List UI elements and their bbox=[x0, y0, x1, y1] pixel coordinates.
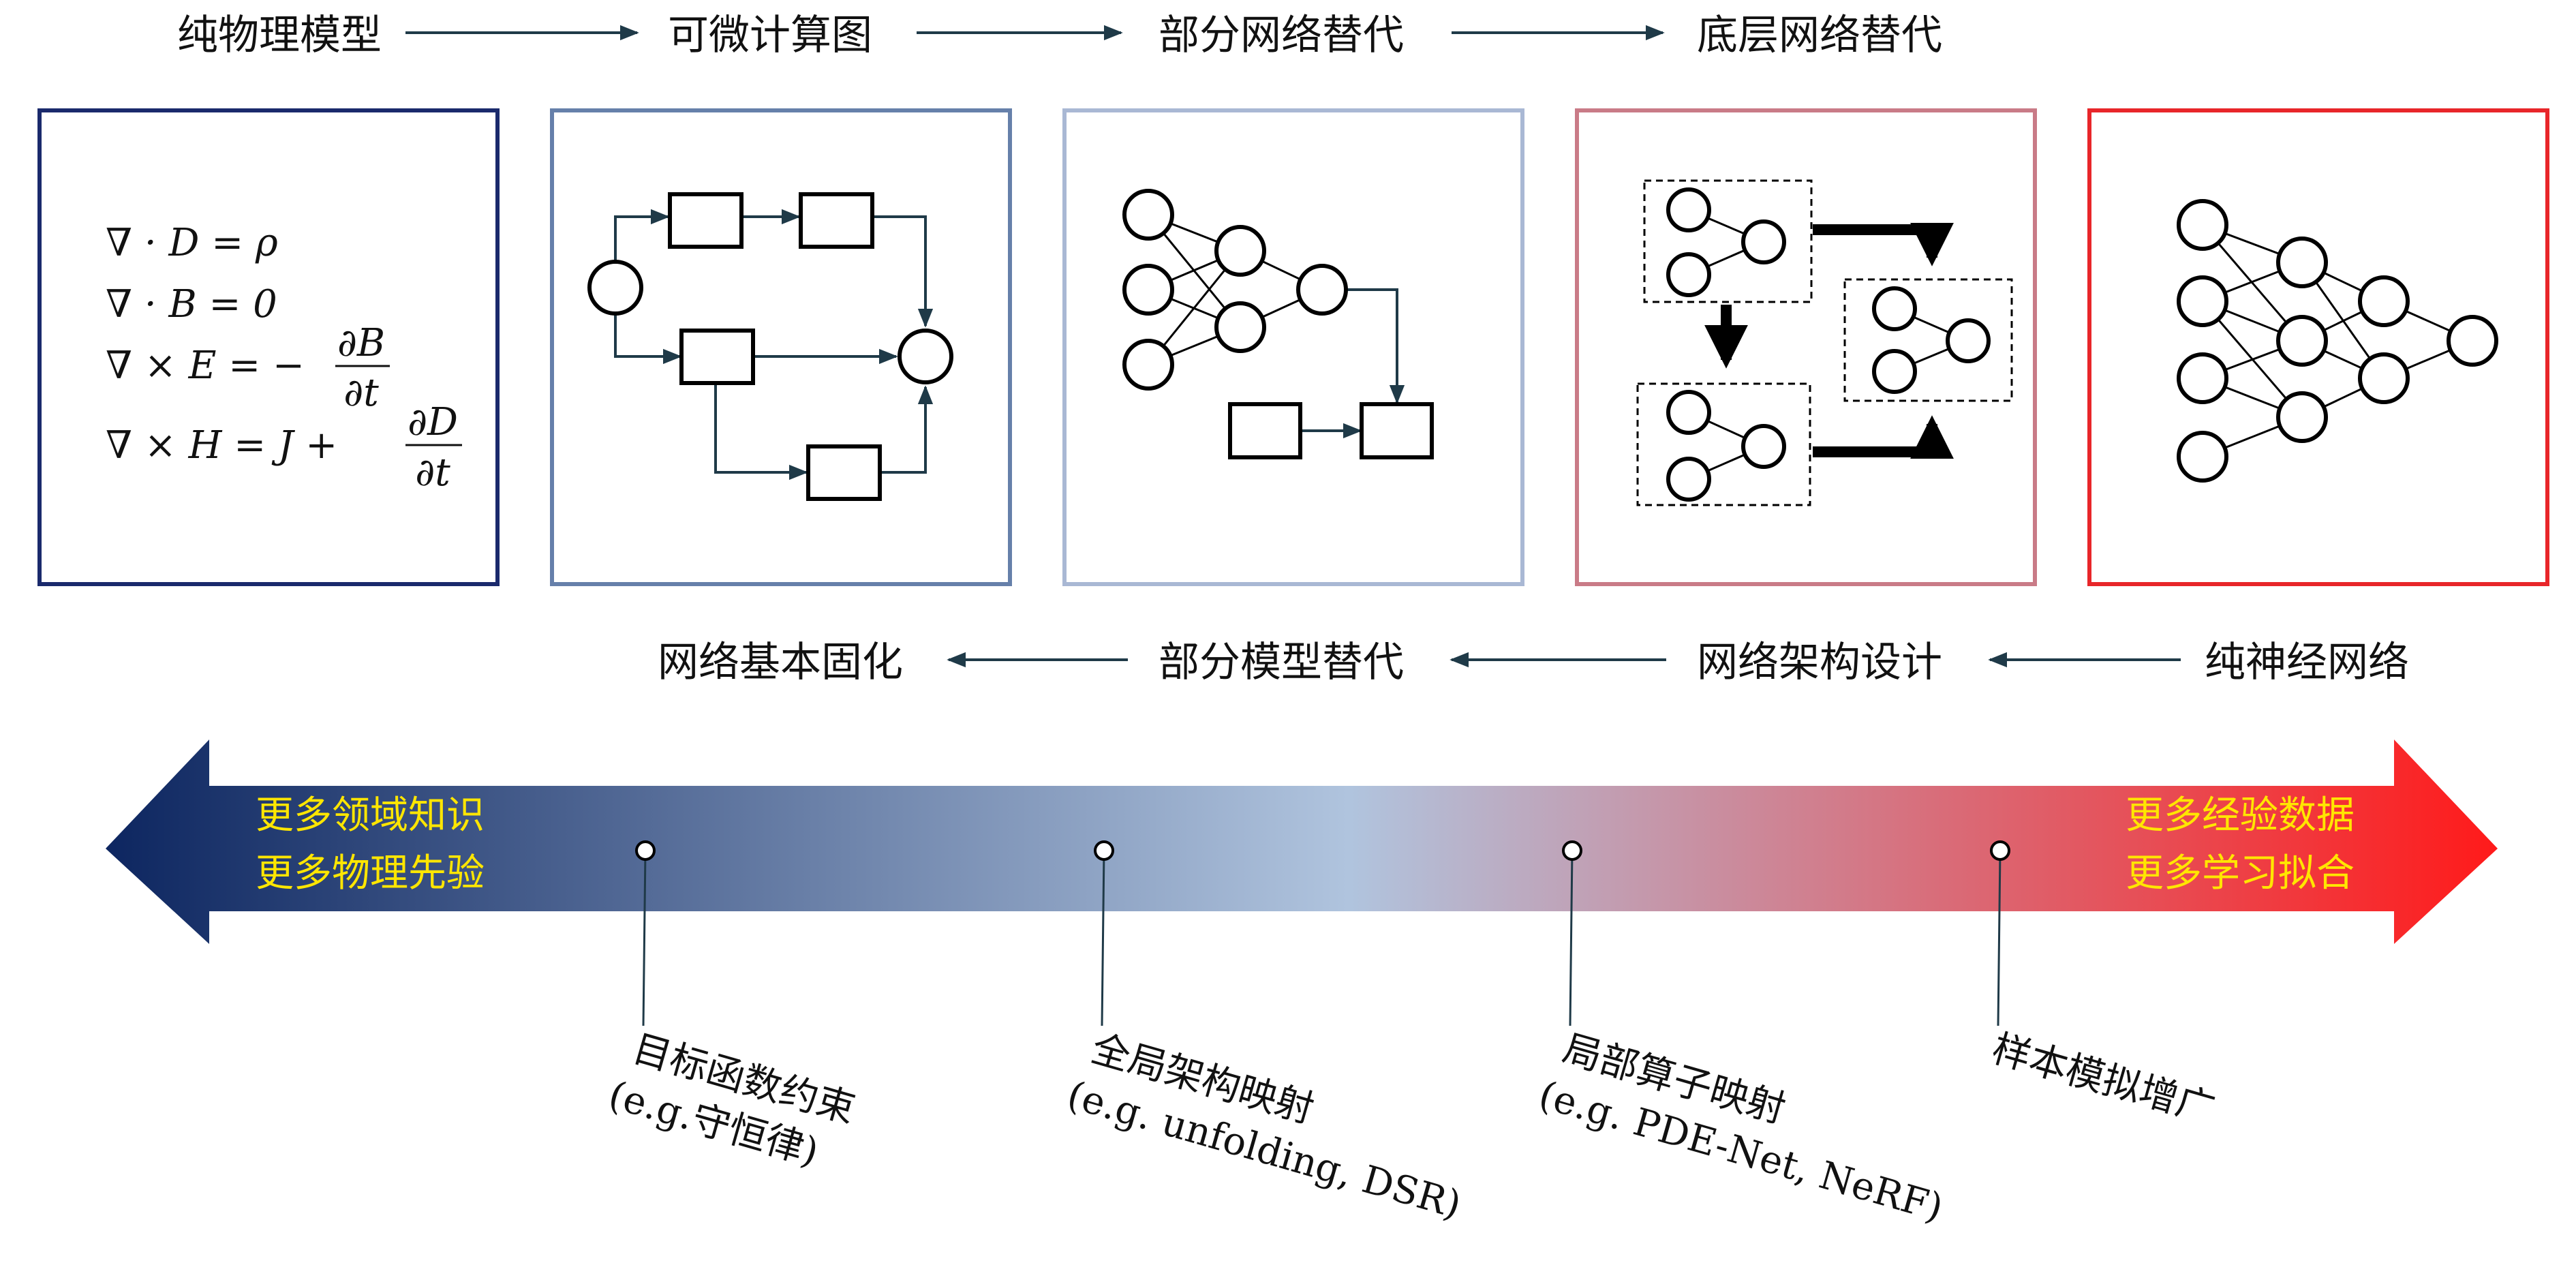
top-stage-label: 部分网络替代 bbox=[1159, 12, 1404, 59]
marker-dot bbox=[1562, 840, 1582, 861]
graph-edge bbox=[881, 385, 934, 474]
neuron bbox=[1296, 264, 1348, 316]
marker-dot bbox=[1990, 840, 2010, 861]
graph-node-end bbox=[898, 329, 953, 384]
fraction-numerator: ∂B bbox=[337, 321, 385, 365]
neuron bbox=[2177, 431, 2228, 483]
marker-dot bbox=[1094, 840, 1114, 861]
flow-arrow bbox=[1813, 222, 1954, 266]
panel-partial-net-frame bbox=[1062, 108, 1524, 586]
graph-op-box bbox=[668, 192, 743, 249]
top-stage-row: 纯物理模型 可微计算图 部分网络替代 底层网络替代 bbox=[177, 12, 1942, 59]
right-label-line: 更多学习拟合 bbox=[2126, 851, 2355, 896]
subnet-frame bbox=[1643, 179, 1813, 303]
marker-caption: 局部算子映射 (e.g. PDE-Net, NeRF) bbox=[1534, 1026, 1948, 1230]
neuron bbox=[1214, 301, 1266, 353]
neuron bbox=[2177, 352, 2228, 404]
panel-physics-frame bbox=[37, 108, 500, 586]
spectrum-markers bbox=[635, 840, 2010, 1026]
fraction-denominator: ∂t bbox=[343, 371, 379, 415]
graph-edge bbox=[874, 215, 934, 328]
subnet-frame bbox=[1636, 382, 1811, 506]
neuron bbox=[1666, 457, 1711, 502]
neuron bbox=[1666, 390, 1711, 435]
marker-leader bbox=[642, 850, 647, 1026]
bottom-stage-label: 网络架构设计 bbox=[1697, 639, 1942, 686]
marker-caption: 样本模拟增广 bbox=[1987, 1026, 2220, 1132]
marker-leader bbox=[1997, 850, 2002, 1026]
panel-low-level-net-frame bbox=[1575, 108, 2037, 586]
equation-gauss: ∇ · D = ρ bbox=[106, 221, 278, 265]
flow-arrow bbox=[1813, 415, 1954, 459]
neuron bbox=[1214, 225, 1266, 277]
net-to-box-edge bbox=[1347, 288, 1405, 404]
left-label-line: 更多物理先验 bbox=[256, 851, 485, 896]
neuron bbox=[2358, 352, 2410, 404]
neuron bbox=[1946, 318, 1991, 363]
neuron bbox=[1741, 219, 1786, 264]
graph-op-box bbox=[1360, 402, 1434, 459]
neuron bbox=[1872, 349, 1917, 394]
neuron bbox=[1741, 424, 1786, 469]
graph-edge bbox=[614, 312, 682, 365]
spectrum-arrow bbox=[106, 740, 2498, 944]
marker-leader bbox=[1569, 850, 1574, 1026]
bottom-stage-row: 网络基本固化 部分模型替代 网络架构设计 纯神经网络 bbox=[658, 639, 2409, 686]
neuron bbox=[1122, 339, 1174, 391]
bottom-stage-label: 纯神经网络 bbox=[2205, 639, 2409, 686]
graph-op-box bbox=[1228, 402, 1302, 459]
top-stage-label: 可微计算图 bbox=[668, 12, 872, 59]
graph-op-box bbox=[806, 444, 882, 501]
left-label-line: 更多领域知识 bbox=[256, 793, 485, 838]
graph-edge bbox=[614, 209, 670, 264]
right-label-line: 更多经验数据 bbox=[2126, 793, 2355, 838]
neuron bbox=[1122, 189, 1174, 241]
bottom-stage-label: 网络基本固化 bbox=[658, 639, 903, 686]
bottom-stage-label: 部分模型替代 bbox=[1159, 639, 1404, 686]
graph-node-start bbox=[587, 260, 643, 316]
neuron bbox=[1666, 187, 1711, 232]
marker-caption: 全局架构映射 (e.g. unfolding, DSR) bbox=[1062, 1026, 1466, 1228]
neuron bbox=[2447, 315, 2498, 367]
neuron bbox=[1122, 264, 1174, 316]
neuron bbox=[1666, 252, 1711, 297]
low-level-network bbox=[1636, 179, 2013, 506]
marker-dot bbox=[635, 840, 656, 861]
equation-gauss-magnetism: ∇ · B = 0 bbox=[106, 282, 277, 326]
graph-edge bbox=[714, 383, 808, 481]
neuron bbox=[2276, 237, 2328, 288]
marker-leader bbox=[1101, 850, 1105, 1026]
spectrum-labels: 更多领域知识 更多物理先验 更多经验数据 更多学习拟合 bbox=[256, 793, 2355, 896]
top-stage-label: 底层网络替代 bbox=[1697, 12, 1942, 59]
marker-caption: 目标函数约束 (e.g.守恒律) bbox=[604, 1026, 860, 1175]
neuron bbox=[1872, 286, 1917, 331]
subnet-frame bbox=[1843, 278, 2013, 402]
graph-op-box bbox=[679, 329, 755, 385]
pure-network bbox=[2177, 199, 2498, 483]
panel-frames bbox=[37, 108, 2549, 586]
fraction-numerator: ∂D bbox=[408, 400, 458, 444]
panel-graph-frame bbox=[550, 108, 1012, 586]
computation-graph bbox=[587, 192, 953, 501]
graph-op-box bbox=[799, 192, 874, 249]
panel-pure-net-frame bbox=[2087, 108, 2549, 586]
maxwell-equations: ∇ · D = ρ ∇ · B = 0 ∇ × E = − ∂B ∂t ∇ × … bbox=[106, 221, 462, 495]
neuron bbox=[2358, 275, 2410, 327]
neuron bbox=[2276, 391, 2328, 443]
partial-network bbox=[1122, 189, 1434, 459]
fraction-denominator: ∂t bbox=[415, 451, 450, 495]
marker-caption-line: 样本模拟增广 bbox=[1987, 1026, 2220, 1132]
neuron bbox=[2276, 315, 2328, 367]
neuron bbox=[2177, 199, 2228, 251]
equation-faraday: ∇ × E = − bbox=[106, 344, 305, 388]
neuron bbox=[2177, 275, 2228, 327]
equation-ampere: ∇ × H = J + bbox=[106, 423, 337, 468]
top-stage-label: 纯物理模型 bbox=[177, 12, 382, 59]
